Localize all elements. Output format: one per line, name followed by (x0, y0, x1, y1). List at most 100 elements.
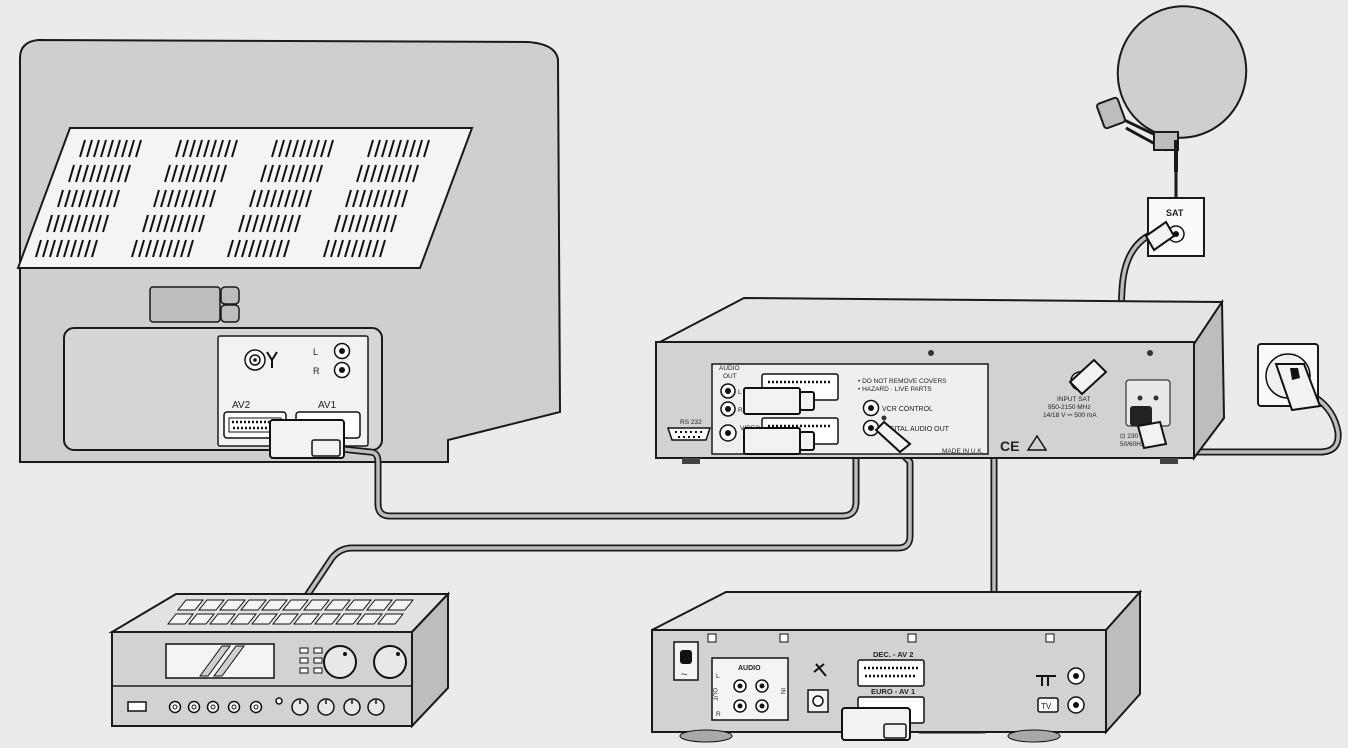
receiver-digital-audio-jack[interactable] (862, 419, 880, 437)
vcr-dec-av2-label: DEC. - AV 2 (873, 650, 913, 659)
receiver-audio-r-jack[interactable] (720, 401, 736, 417)
receiver-mains-inlet[interactable] (1130, 406, 1152, 426)
amp-vent-slot (323, 599, 352, 611)
tv-audio-l-jack[interactable] (333, 342, 351, 360)
satellite-receiver: AUDIO OUT L R RS 232 VIDEO (655, 296, 1226, 464)
tv-out-icon: TV (1037, 697, 1059, 713)
amp-tone-knob[interactable] (317, 698, 335, 716)
tv-label-plate (149, 286, 221, 323)
amp-vent-slot (260, 599, 289, 611)
amp-source-button-center (253, 704, 259, 710)
satellite-dish (1096, 5, 1248, 172)
receiver-rs232-label: RS 232 (680, 419, 702, 426)
receiver-input-sat-power: 14/18 V ⎓ 500 mA (1043, 412, 1097, 419)
receiver-audio-l-jack[interactable] (720, 383, 736, 399)
receiver-made-in-label: MADE IN U.K. (942, 448, 984, 455)
tv-audio-r-jack[interactable] (333, 361, 351, 379)
receiver-mains-screw-2 (1153, 395, 1159, 401)
vcr-audio-out-label: OUT (711, 688, 717, 701)
amp-vent-slot (271, 613, 300, 625)
scart-plug-receiver-tv[interactable] (743, 387, 815, 415)
vent-slot-group (227, 239, 290, 258)
television: L R AV2 AV1 (16, 38, 562, 463)
tv-vent-slots (35, 139, 430, 258)
vent-slot-group (142, 214, 205, 233)
vcr-tab-1 (707, 633, 717, 643)
vcr-foot-right (1007, 729, 1061, 743)
receiver-digital-audio-label: DIGITAL AUDIO OUT (882, 426, 950, 433)
vent-slot-group (345, 189, 408, 208)
amp-vent-slot (229, 613, 258, 625)
tv-label-tab-lower (220, 304, 240, 323)
amp-tone-knob[interactable] (343, 698, 361, 716)
scart-plug-vcr[interactable] (841, 707, 911, 741)
vcr-dec-av2-scart-socket[interactable] (857, 659, 925, 687)
vcr-euro-av1-label: EURO - AV 1 (871, 687, 915, 696)
vcr-sat-control-jack[interactable] (807, 689, 829, 713)
amp-tone-knob[interactable] (367, 698, 385, 716)
receiver-foot-left (682, 458, 700, 464)
amplifier-balance-knob[interactable] (373, 645, 407, 679)
receiver-rs232-port[interactable] (666, 427, 712, 441)
vent-slot-group (271, 139, 334, 158)
amp-vent-slot (292, 613, 321, 625)
vcr-tab-3 (907, 633, 917, 643)
vcr-antenna-in-socket[interactable] (1067, 667, 1085, 685)
sat-socket-label: SAT (1166, 208, 1184, 218)
receiver-video-jack[interactable] (719, 424, 737, 442)
vcr-mains-symbol: ~ (681, 669, 687, 681)
receiver-power-rating: 50/60Hz 25 W (1120, 441, 1162, 448)
receiver-audio-l-label: L (738, 389, 742, 396)
receiver-input-sat-label: INPUT SAT (1057, 396, 1090, 403)
receiver-vcr-control-jack[interactable] (862, 399, 880, 417)
receiver-audio-out-label: AUDIO (719, 365, 740, 372)
sat-socket-plug[interactable] (1144, 220, 1176, 252)
vcr-audio-jacks[interactable] (733, 679, 769, 713)
vent-slot-group (356, 164, 419, 183)
receiver-audio-out-label-2: OUT (723, 373, 737, 380)
amplifier-vents (166, 599, 415, 625)
vent-slot-group (131, 239, 194, 258)
amp-vent-slot (197, 599, 226, 611)
vent-slot-group (57, 189, 120, 208)
mains-wall-outlet (1257, 343, 1322, 412)
scart-plug-tv-av1[interactable] (269, 419, 345, 459)
antenna-icon (266, 351, 278, 368)
receiver-vcr-control-label: VCR CONTROL (882, 406, 933, 413)
receiver-mains-screw-1 (1137, 395, 1143, 401)
vcr-top-face (651, 591, 1143, 631)
mains-plug[interactable] (1274, 363, 1322, 412)
amp-tone-knob[interactable] (291, 698, 309, 716)
amp-vent-slot (302, 599, 331, 611)
scart-plug-receiver-vcr[interactable] (743, 427, 815, 455)
dish-lnb (1096, 96, 1126, 130)
sat-cable-plug[interactable] (1068, 358, 1108, 396)
tv-av1-label: AV1 (318, 400, 337, 411)
amp-vent-slot (376, 613, 405, 625)
digital-audio-plug[interactable] (874, 420, 912, 454)
amp-vent-slot (344, 599, 373, 611)
vcr-audio-label: AUDIO (738, 665, 761, 672)
vent-slot-group (260, 164, 323, 183)
amp-vent-slot (386, 599, 415, 611)
vent-slot-group (238, 214, 301, 233)
antenna-socket[interactable] (244, 349, 266, 371)
amplifier-tone-knobs[interactable] (291, 698, 385, 716)
vent-slot-group (334, 214, 397, 233)
mains-cable-plug[interactable] (1136, 420, 1168, 450)
amplifier-selector-buttons[interactable] (313, 647, 323, 674)
vcr-tv-label: TV (1041, 702, 1052, 711)
amp-vent-slot (365, 599, 394, 611)
vcr-mains-inlet[interactable] (673, 641, 699, 681)
receiver-screw-right (1147, 350, 1153, 356)
amplifier-indicator-leds (299, 647, 309, 674)
receiver-top-face (659, 296, 1224, 346)
vcr-rf-out-socket[interactable] (1067, 696, 1085, 714)
vcr-audio-in-label: IN (779, 688, 785, 694)
cable-receiver-to-amplifier (296, 452, 914, 610)
amplifier-volume-knob[interactable] (323, 645, 357, 679)
amplifier-power-button[interactable] (127, 701, 147, 712)
sat-wall-socket: SAT (1144, 197, 1205, 257)
amplifier-source-buttons[interactable] (168, 700, 263, 714)
